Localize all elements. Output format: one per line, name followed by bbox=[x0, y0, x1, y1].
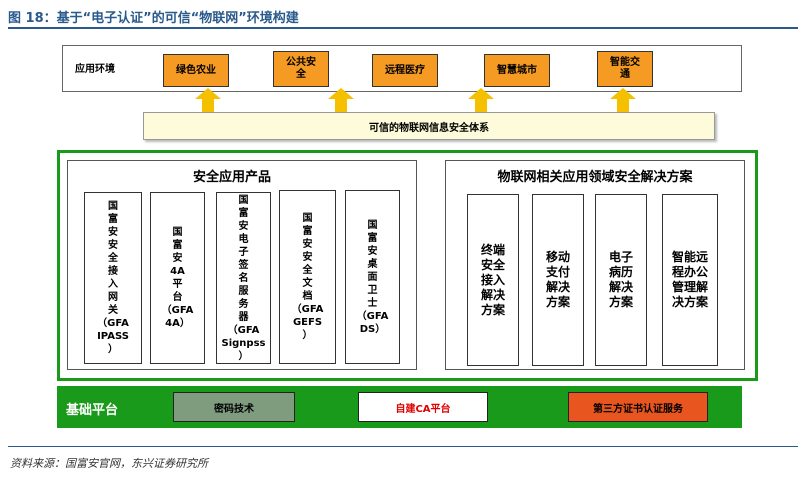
solution-mobile-payment: 移动 支付 解决 方案 bbox=[532, 194, 584, 366]
solution-e-medical-record: 电子 病历 解决 方案 bbox=[595, 194, 647, 366]
up-arrow-icon bbox=[328, 88, 354, 99]
solution-remote-office: 智能远 程办公 管理解 决方案 bbox=[662, 194, 718, 366]
trust-system-bar: 可信的物联网信息安全体系 bbox=[143, 112, 715, 140]
footer-rule bbox=[8, 446, 798, 447]
app-item-green-agriculture: 绿色农业 bbox=[163, 54, 229, 87]
security-products-title: 安全应用产品 bbox=[192, 170, 271, 185]
app-item-public-safety: 公共安 全 bbox=[273, 51, 329, 87]
figure-title: 图 18：基于“电子认证”的可信“物联网”环境构建 bbox=[8, 11, 299, 26]
up-arrow-stem bbox=[202, 99, 214, 112]
app-item-smart-traffic: 智能交 通 bbox=[597, 51, 653, 87]
product-gfa-ds: 国 富 安 桌 面 卫 士 （GFA DS） bbox=[345, 190, 400, 364]
title-rule bbox=[8, 27, 798, 29]
product-gfa-gefs: 国 富 安 安 全 文 档 （GFA GEFS ） bbox=[279, 190, 336, 364]
iot-solutions-title: 物联网相关应用领域安全解决方案 bbox=[497, 170, 693, 185]
product-gfa-4a: 国 富 安 4A 平 台 （GFA 4A） bbox=[150, 192, 205, 364]
up-arrow-icon bbox=[195, 88, 221, 99]
up-arrow-stem bbox=[617, 99, 629, 112]
app-environment-label: 应用环境 bbox=[75, 64, 115, 75]
platform-self-built-ca: 自建CA平台 bbox=[358, 392, 488, 422]
up-arrow-icon bbox=[610, 88, 636, 99]
base-platform-label: 基础平台 bbox=[66, 403, 119, 418]
platform-cryptography: 密码技术 bbox=[173, 392, 295, 422]
app-item-remote-medical: 远程医疗 bbox=[372, 54, 438, 87]
solution-terminal-access: 终端 安全 接入 解决 方案 bbox=[467, 194, 519, 366]
up-arrow-icon bbox=[468, 88, 494, 99]
product-gfa-ipass: 国 富 安 安 全 接 入 网 关 （GFA IPASS ） bbox=[84, 192, 142, 364]
platform-third-party-cert-service: 第三方证书认证服务 bbox=[568, 392, 708, 422]
security-frame bbox=[57, 150, 758, 381]
product-gfa-signpss: 国 富 安 电 子 签 名 服 务 器 （GFA Signpss ） bbox=[216, 192, 271, 364]
figure-source: 资料来源：国富安官网，东兴证券研究所 bbox=[10, 457, 208, 470]
app-item-smart-city: 智慧城市 bbox=[484, 54, 550, 87]
up-arrow-stem bbox=[335, 99, 347, 112]
up-arrow-stem bbox=[475, 99, 487, 112]
